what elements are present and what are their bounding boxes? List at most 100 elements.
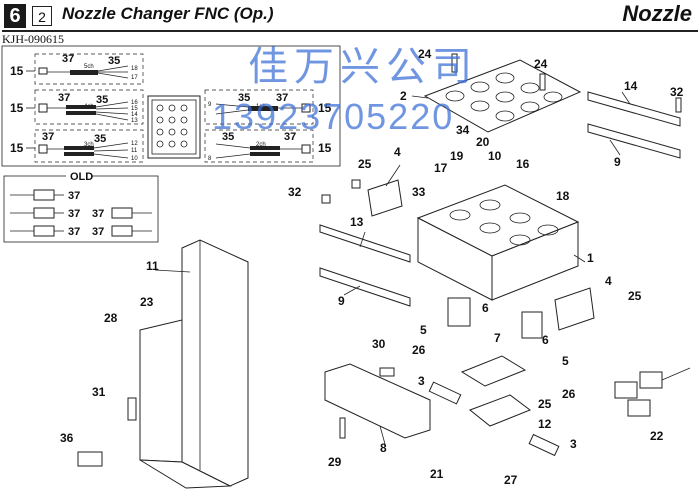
part-14-bracket: [587, 91, 681, 127]
old-37-d: 37: [92, 208, 104, 220]
leader-lines: [154, 91, 631, 445]
pin-14: 14: [131, 112, 138, 118]
drawing-code: KJH-090615: [2, 32, 64, 46]
pin-18: 18: [131, 66, 138, 72]
pin-16: 16: [131, 100, 138, 106]
label-37-3ch: 37: [42, 131, 54, 143]
callout-25-b: 25: [628, 289, 642, 303]
part-36-clip: [77, 451, 103, 467]
callout-26-b: 26: [562, 387, 576, 401]
callout-32-a: 32: [288, 185, 302, 199]
screws: [127, 53, 682, 439]
callout-9-b: 9: [614, 155, 621, 169]
pin-11: 11: [131, 148, 138, 154]
connector-block-icon: [147, 95, 201, 159]
callout-numbers: 1 2 3 3 4 4 5 5 6 6 7 8 9 9 10 11 12 13 …: [60, 47, 684, 487]
part-3-pin-b: [528, 433, 560, 457]
callout-4-a: 4: [394, 145, 401, 159]
part-6-slider-left: [447, 297, 471, 327]
callout-5-b: 5: [562, 354, 569, 368]
callout-29: 29: [328, 455, 342, 469]
part-7-plate: [460, 355, 527, 387]
callout-6-b: 6: [542, 333, 549, 347]
part-4-block-right: [554, 287, 595, 331]
callout-10: 10: [488, 149, 502, 163]
label-35-4ch: 35: [96, 94, 108, 106]
label-37-4ch: 37: [58, 92, 70, 104]
part-12-cylinder: [469, 394, 532, 427]
callout-22: 22: [650, 429, 664, 443]
part-22-fittings: [614, 367, 691, 417]
part-1-base-block: [416, 184, 580, 301]
label-15-2ch: 15: [318, 141, 332, 155]
callout-3-a: 3: [418, 374, 425, 388]
callout-6-a: 6: [482, 301, 489, 315]
pin-12: 12: [131, 141, 138, 147]
callout-12: 12: [538, 417, 552, 431]
label-15-3ch: 15: [10, 141, 24, 155]
label-35-3ch: 35: [94, 133, 106, 145]
callout-8: 8: [380, 441, 387, 455]
old-37-c: 37: [68, 226, 80, 238]
callout-24-a: 24: [418, 47, 432, 61]
label-35-2ch: 35: [222, 131, 234, 143]
old-37-e: 37: [92, 226, 104, 238]
callout-28: 28: [104, 311, 118, 325]
callout-2: 2: [400, 89, 407, 103]
part-9-bracket-right: [587, 123, 681, 159]
callout-3-b: 3: [570, 437, 577, 451]
pin-15: 15: [131, 106, 138, 112]
callout-20: 20: [476, 135, 490, 149]
category-title: Nozzle: [622, 1, 692, 26]
label-35-1ch: 35: [238, 92, 250, 104]
callout-14: 14: [624, 79, 638, 93]
page-title: Nozzle Changer FNC (Op.): [62, 4, 274, 23]
part-3-pin-a: [428, 381, 462, 405]
part-8-mounting-bar: [324, 363, 431, 439]
callout-27: 27: [504, 473, 518, 487]
callout-33: 33: [412, 185, 426, 199]
label-15-4ch: 15: [10, 101, 24, 115]
callout-1: 1: [587, 251, 594, 265]
sub-number: 2: [32, 6, 52, 26]
watermark-phone: 13923705220: [212, 96, 455, 137]
page-number: 6: [4, 4, 26, 28]
callout-13: 13: [350, 215, 364, 229]
label-37-5ch: 37: [62, 53, 74, 65]
pin-17: 17: [131, 75, 138, 81]
callout-21: 21: [430, 467, 444, 481]
label-37-1ch: 37: [276, 92, 288, 104]
callout-18: 18: [556, 189, 570, 203]
ch-2: 2ch: [256, 142, 266, 148]
part-11-stand: [139, 239, 249, 489]
callout-36: 36: [60, 431, 74, 445]
callout-11: 11: [146, 259, 159, 273]
old-label: OLD: [70, 171, 93, 183]
callout-7: 7: [494, 331, 501, 345]
pin-09: 9: [208, 102, 212, 108]
part-6-slider-right: [521, 311, 543, 339]
label-37-2ch: 37: [284, 131, 296, 143]
callout-25-c: 25: [538, 397, 552, 411]
callout-5-a: 5: [420, 323, 427, 337]
part-13-bracket: [319, 224, 411, 263]
pin-08: 8: [208, 156, 212, 162]
callout-32-b: 32: [670, 85, 684, 99]
old-37-b: 37: [68, 208, 80, 220]
callout-26-a: 26: [412, 343, 426, 357]
callout-16: 16: [516, 157, 530, 171]
callout-9-a: 9: [338, 294, 345, 308]
ch-3: 3ch: [84, 142, 94, 148]
label-15-5ch: 15: [10, 64, 24, 78]
ch-5: 5ch: [84, 64, 94, 70]
callout-31: 31: [92, 385, 106, 399]
callout-34: 34: [456, 123, 470, 137]
part-4-block-left: [367, 179, 403, 217]
callout-23: 23: [140, 295, 154, 309]
callout-19: 19: [450, 149, 464, 163]
cable-options-panel: 15 37 35 5ch 18 17 15 37 35 4ch 16 15 14…: [1, 45, 341, 167]
label-15-1ch: 15: [318, 101, 332, 115]
old-37-a: 37: [68, 190, 80, 202]
callout-17: 17: [434, 161, 448, 175]
